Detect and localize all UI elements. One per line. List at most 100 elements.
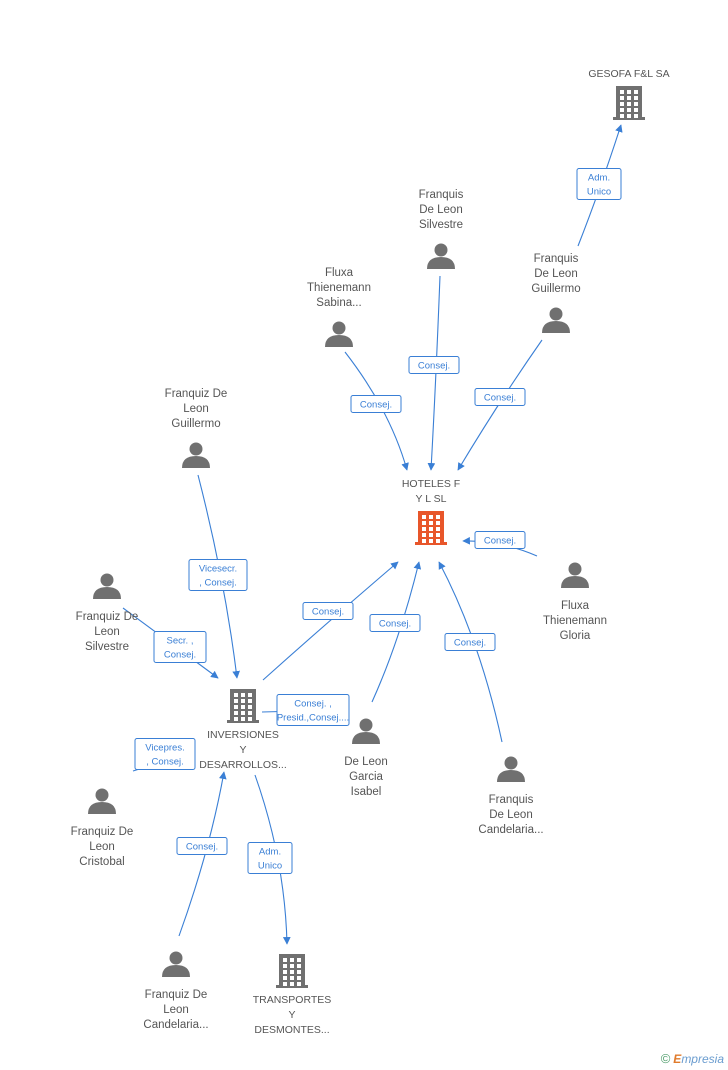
node-label: Franquiz De [145, 989, 208, 1001]
edge-label-text: Adm. [259, 847, 281, 858]
person-icon [497, 756, 525, 782]
edge-label-text: Consej. [484, 536, 516, 547]
node-label: Sabina... [316, 297, 361, 309]
person-icon [325, 321, 353, 347]
person-icon [93, 573, 121, 599]
node-label: Leon [94, 626, 120, 638]
node-label: DESARROLLOS... [199, 759, 287, 771]
node-label: Leon [183, 403, 209, 415]
nodes-layer: HOTELES F Y L SL GESOFA F&L SA INVERSIONES Y… [71, 68, 670, 1036]
edge-label-text: Secr. , [167, 636, 194, 647]
person-node[interactable]: Franquiz De LeonCandelaria... [143, 951, 209, 1032]
brand-logo: © Empresia [661, 1051, 724, 1066]
node-label: Leon [89, 841, 115, 853]
edge-label-text: Consej. [186, 842, 218, 853]
person-icon [162, 951, 190, 977]
edge-label-text: Consej. [312, 607, 344, 618]
person-icon [427, 243, 455, 269]
node-label: Franquiz De [76, 611, 139, 623]
edge-line [371, 561, 422, 703]
edge-label: Secr. ,Consej. [153, 631, 207, 663]
edge-labels-layer: Adm.UnicoConsej.Consej.Consej.Consej.Con… [134, 168, 622, 874]
copyright-icon: © [660, 1051, 671, 1066]
building-icon [415, 511, 447, 545]
person-icon [352, 718, 380, 744]
edge-label-text: Vicepres. [145, 743, 184, 754]
node-label: Fluxa [561, 600, 590, 612]
edge-label: Consej. [444, 633, 496, 651]
brand-name: mpresia [681, 1051, 724, 1066]
node-label: Cristobal [79, 856, 124, 868]
node-label: Garcia [349, 771, 383, 783]
building-icon [613, 86, 645, 120]
node-label: De Leon [419, 204, 462, 216]
node-label: Thienemann [307, 282, 371, 294]
edge-line [427, 275, 441, 471]
company-node[interactable]: HOTELES F Y L SL [402, 478, 460, 545]
node-label: Silvestre [85, 641, 129, 653]
edge-line [438, 561, 503, 743]
edge-label-text: Adm. [588, 173, 610, 184]
edge-label-text: Consej. [484, 393, 516, 404]
node-label: Candelaria... [478, 824, 543, 836]
edge-label: Consej. [302, 602, 354, 620]
node-label: De Leon [344, 756, 387, 768]
node-label: GESOFA F&L SA [588, 68, 669, 80]
node-label: Leon [163, 1004, 189, 1016]
person-icon [561, 562, 589, 588]
node-label: Thienemann [543, 615, 607, 627]
edge-label-text: Unico [587, 187, 611, 198]
edge-label: Adm.Unico [247, 842, 293, 874]
edge-label-text: Consej. [379, 619, 411, 630]
node-label: Isabel [351, 786, 382, 798]
person-icon [542, 307, 570, 333]
company-node[interactable]: GESOFA F&L SA [588, 68, 670, 120]
node-label: HOTELES F [402, 478, 460, 490]
edge-label: Consej. [176, 837, 228, 855]
edge-label: Consej. [369, 614, 421, 632]
node-label: Franquiz De [71, 826, 134, 838]
edge-label: Consej. [474, 531, 526, 549]
node-label: Franquiz De [165, 388, 228, 400]
person-icon [182, 442, 210, 468]
node-label: Franquis [534, 253, 579, 265]
node-label: Silvestre [419, 219, 463, 231]
edge-label-text: Presid.,Consej.... [277, 713, 349, 724]
company-node[interactable]: TRANSPORTESYDESMONTES... [253, 954, 332, 1036]
edge-label-text: Consej. [454, 638, 486, 649]
edge-line [262, 561, 399, 681]
company-node[interactable]: INVERSIONES Y DESARROLLOS... [199, 689, 287, 771]
person-icon [88, 788, 116, 814]
edges-layer [122, 124, 623, 945]
node-label: Franquis [419, 189, 464, 201]
node-label: INVERSIONES [207, 729, 279, 741]
edge-label-text: , Consej. [146, 757, 184, 768]
edge-label-text: Vicesecr. [199, 564, 237, 575]
node-label: Gloria [560, 630, 591, 642]
edge-label: Vicepres. , Consej. [134, 738, 196, 770]
node-label: Candelaria... [143, 1019, 208, 1031]
node-label: Y [239, 744, 246, 756]
node-label: Fluxa [325, 267, 354, 279]
edge-label: Consej. [408, 356, 460, 374]
edge-label: Consej. , Presid.,Consej.... [276, 694, 350, 726]
person-node[interactable]: FluxaThienemannSabina... [307, 267, 371, 347]
node-label: Y L SL [416, 493, 447, 505]
edge-label: Vicesecr. , Consej. [188, 559, 248, 591]
edge-label: Consej. [474, 388, 526, 406]
edge-label-text: Consej. , [294, 699, 332, 710]
building-icon [227, 689, 259, 723]
node-label: De Leon [489, 809, 532, 821]
node-label: TRANSPORTES [253, 994, 332, 1006]
node-label: DESMONTES... [254, 1024, 329, 1036]
edge-label-text: , Consej. [199, 578, 237, 589]
